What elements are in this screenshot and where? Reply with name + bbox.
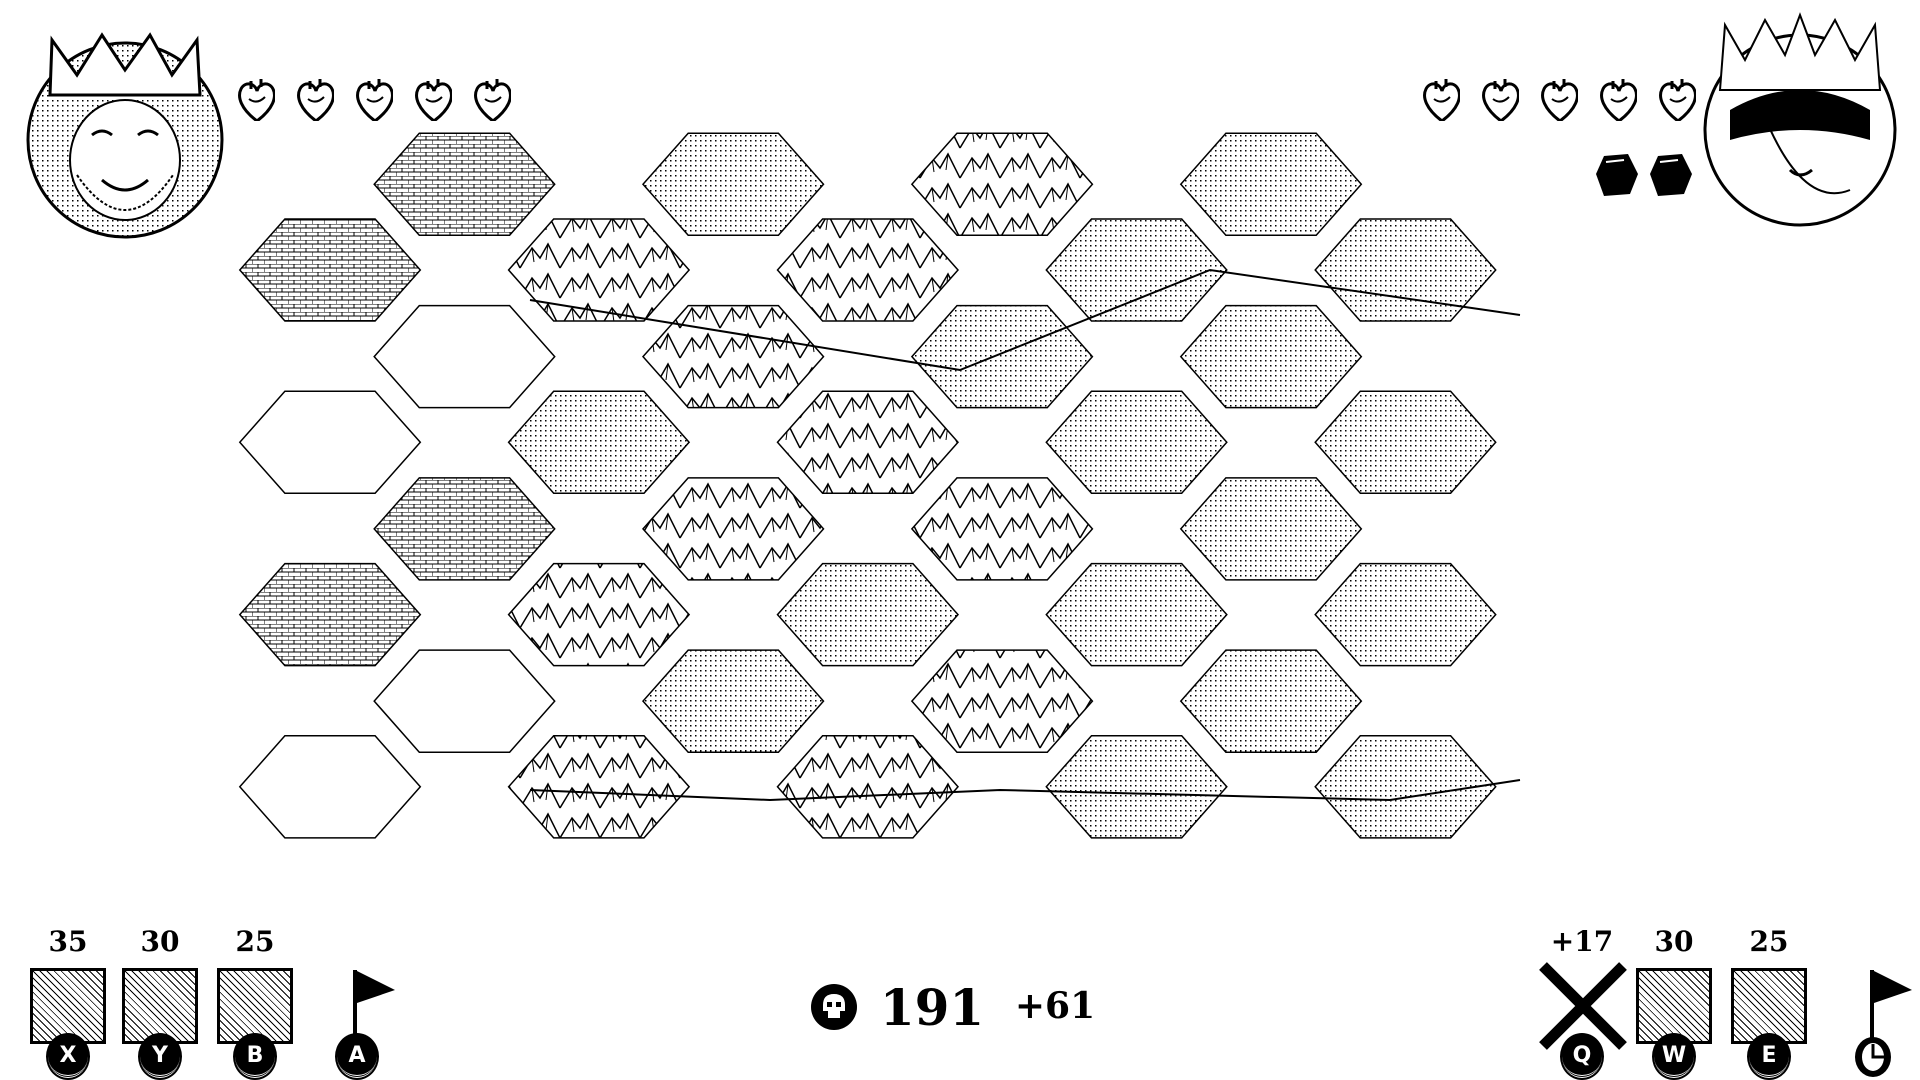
flag-icon[interactable]	[1862, 965, 1920, 1040]
hex-tile[interactable]	[910, 649, 1094, 753]
catapult-icon[interactable]	[122, 968, 198, 1044]
hex-tile[interactable]	[1045, 562, 1228, 667]
gem-icon	[1596, 154, 1638, 196]
hex-tile[interactable]	[507, 735, 691, 839]
hex-tile[interactable]	[641, 132, 825, 237]
hex-tile[interactable]	[507, 390, 691, 495]
heart-icon	[1541, 79, 1578, 121]
heart-icon	[474, 79, 511, 121]
hex-tile[interactable]	[1179, 132, 1363, 237]
hex-tile[interactable]	[238, 390, 422, 495]
heart-icon	[415, 79, 452, 121]
hex-tile[interactable]	[910, 132, 1094, 237]
hex-tile[interactable]	[1314, 218, 1497, 322]
key-w-button[interactable]: W	[1654, 1035, 1694, 1078]
heart-icon	[1659, 79, 1696, 121]
hex-tile[interactable]	[238, 562, 422, 667]
heart-icon	[238, 79, 275, 121]
souls-income: +61	[1014, 985, 1096, 1027]
skull-icon	[811, 984, 857, 1030]
action-cost: 30	[140, 925, 180, 958]
key-a-button[interactable]: A	[337, 1035, 377, 1078]
hex-tile[interactable]	[1179, 477, 1363, 581]
action-cost: 35	[48, 925, 88, 958]
hex-tile[interactable]	[238, 218, 422, 322]
hex-tile[interactable]	[1179, 649, 1363, 753]
hex-tile[interactable]	[776, 390, 960, 495]
hex-tile[interactable]	[1314, 735, 1497, 839]
mouse-icon[interactable]	[1853, 1035, 1893, 1079]
organ-pipes-icon[interactable]	[1731, 968, 1807, 1044]
hex-tile[interactable]	[373, 649, 556, 753]
heart-icon	[297, 79, 334, 121]
route-line	[529, 268, 1521, 372]
hex-tile[interactable]	[507, 562, 691, 667]
heart-icon	[1482, 79, 1519, 121]
hex-tile[interactable]	[776, 562, 960, 667]
key-x-button[interactable]: X	[48, 1035, 88, 1078]
heart-icon	[1423, 79, 1460, 121]
heart-icon	[1600, 79, 1637, 121]
souls-count: 191	[879, 978, 985, 1037]
cathedral-icon[interactable]	[30, 968, 106, 1044]
hex-tile[interactable]	[641, 649, 825, 753]
hex-tile[interactable]	[776, 735, 960, 839]
hex-tile[interactable]	[373, 132, 556, 237]
hex-tile[interactable]	[1045, 218, 1228, 322]
hex-tile[interactable]	[1045, 735, 1228, 839]
action-cost: 25	[1749, 925, 1789, 958]
key-e-button[interactable]: E	[1749, 1035, 1789, 1078]
key-b-button[interactable]: B	[235, 1035, 275, 1078]
flag-icon[interactable]	[345, 965, 405, 1040]
hex-tile[interactable]	[776, 218, 960, 322]
hex-tile[interactable]	[1045, 390, 1228, 495]
hex-tile[interactable]	[910, 304, 1094, 409]
key-q-button[interactable]: Q	[1562, 1035, 1602, 1078]
route-line	[529, 779, 1521, 802]
key-y-button[interactable]: Y	[140, 1035, 180, 1078]
hex-tile[interactable]	[1179, 304, 1363, 409]
player-left-portrait	[26, 32, 224, 239]
hex-tile[interactable]	[507, 218, 691, 322]
player-right-portrait	[1703, 12, 1897, 227]
hex-tile[interactable]	[373, 304, 556, 409]
action-cost: 30	[1654, 925, 1694, 958]
hex-tile[interactable]	[238, 735, 422, 839]
hex-tile[interactable]	[1314, 390, 1497, 495]
x-icon[interactable]	[1537, 960, 1629, 1052]
hex-tile[interactable]	[641, 477, 825, 581]
hex-tile[interactable]	[910, 477, 1094, 581]
hex-tile[interactable]	[1314, 562, 1497, 667]
heart-icon	[356, 79, 393, 121]
hex-tile[interactable]	[373, 477, 556, 581]
organ-pipes-icon[interactable]	[217, 968, 293, 1044]
gem-icon	[1650, 154, 1692, 196]
cancel-value: +17	[1550, 925, 1614, 958]
catapult-icon[interactable]	[1636, 968, 1712, 1044]
action-cost: 25	[235, 925, 275, 958]
hex-tile[interactable]	[641, 304, 825, 409]
